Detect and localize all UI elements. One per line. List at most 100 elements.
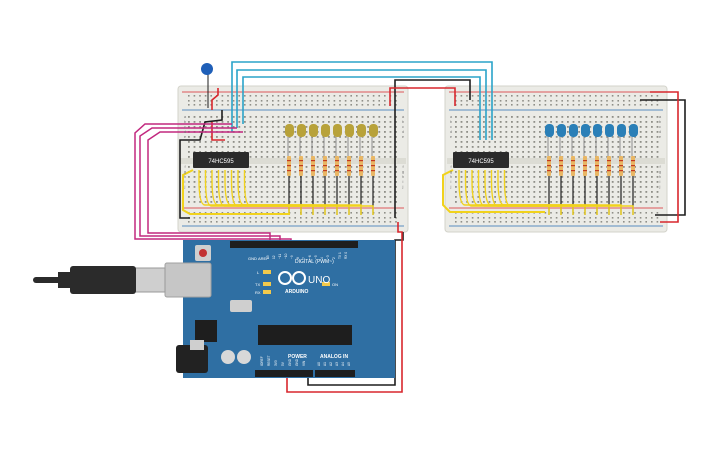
svg-text:i: i	[660, 179, 661, 184]
left-led[interactable]	[321, 124, 330, 137]
arduino-aref: AREF	[258, 256, 269, 261]
svg-text:8: 8	[296, 257, 300, 259]
yellow-wires[interactable]	[182, 169, 545, 215]
left-led[interactable]	[309, 124, 318, 137]
capacitor[interactable]	[201, 63, 213, 108]
svg-text:7: 7	[302, 257, 306, 259]
svg-text:A5: A5	[347, 362, 351, 366]
svg-text:f: f	[184, 164, 186, 169]
magenta-wires[interactable]	[134, 123, 292, 243]
svg-text:h: h	[659, 174, 661, 179]
svg-text:g: g	[184, 169, 186, 174]
right-led[interactable]	[593, 124, 602, 137]
svg-text:a: a	[184, 114, 187, 119]
right-led[interactable]	[605, 124, 614, 137]
svg-text:a: a	[450, 114, 453, 119]
svg-text:A1: A1	[323, 362, 327, 366]
svg-text:j: j	[184, 184, 186, 189]
arduino-analog-label: ANALOG IN	[320, 354, 348, 360]
svg-text:j: j	[659, 184, 661, 189]
left-led[interactable]	[345, 124, 354, 137]
svg-text:i: i	[185, 179, 186, 184]
svg-text:g: g	[659, 169, 661, 174]
arduino-power-label: POWER	[288, 354, 307, 360]
svg-text:d: d	[184, 129, 186, 134]
svg-text:d: d	[402, 129, 404, 134]
svg-text:f: f	[659, 164, 661, 169]
shift-register-right[interactable]: 74HC595	[453, 152, 509, 168]
svg-text:GND: GND	[295, 358, 299, 366]
right-led[interactable]	[545, 124, 554, 137]
svg-text:i: i	[403, 179, 404, 184]
svg-text:a: a	[402, 114, 405, 119]
left-led[interactable]	[297, 124, 306, 137]
arduino-model: UNO	[308, 275, 330, 286]
right-led[interactable]	[581, 124, 590, 137]
svg-text:d: d	[659, 129, 661, 134]
right-led[interactable]	[569, 124, 578, 137]
led-resistor-array[interactable]	[285, 124, 638, 215]
svg-text:2: 2	[332, 257, 336, 259]
svg-text:~6: ~6	[308, 255, 312, 259]
cyan-wires[interactable]	[231, 61, 493, 140]
left-led[interactable]	[333, 124, 342, 137]
svg-text:~3: ~3	[326, 255, 330, 259]
yellow-wire-bundles[interactable]	[198, 170, 634, 215]
arduino-on-label: ON	[332, 282, 338, 287]
svg-text:c: c	[659, 124, 661, 129]
svg-text:~11: ~11	[278, 254, 282, 259]
svg-text:3V3: 3V3	[274, 360, 278, 366]
arduino-logo-text: ARDUINO	[285, 289, 308, 295]
svg-text:b: b	[402, 119, 405, 124]
svg-text:e: e	[184, 134, 187, 139]
svg-text:RESET: RESET	[267, 355, 271, 366]
left-led[interactable]	[369, 124, 378, 137]
arduino-digital-label: DIGITAL (PWM~)	[295, 259, 334, 265]
right-led[interactable]	[557, 124, 566, 137]
svg-text:RX 0: RX 0	[344, 252, 348, 259]
arduino-logo-icon	[278, 271, 306, 285]
svg-text:c: c	[402, 124, 404, 129]
chip-right-label: 74HC595	[468, 159, 494, 165]
svg-text:IOREF: IOREF	[260, 356, 264, 366]
svg-text:A4: A4	[341, 362, 345, 366]
svg-text:a: a	[659, 114, 662, 119]
svg-text:h: h	[184, 174, 186, 179]
svg-text:e: e	[450, 134, 453, 139]
svg-text:~5: ~5	[314, 255, 318, 259]
svg-text:h: h	[402, 174, 404, 179]
arduino-gnd-label: GND	[248, 256, 257, 261]
svg-text:~9: ~9	[290, 255, 294, 259]
arduino-l-label: L	[257, 270, 260, 275]
left-led[interactable]	[285, 124, 294, 137]
arduino-uno[interactable]: AREF GND DIGITAL (PWM~) L TX RX ON ARDUI…	[164, 240, 395, 378]
svg-text:c: c	[184, 124, 186, 129]
right-led[interactable]	[629, 124, 638, 137]
svg-text:A0: A0	[317, 362, 321, 366]
svg-text:b: b	[450, 119, 453, 124]
right-led[interactable]	[617, 124, 626, 137]
svg-text:GND: GND	[288, 358, 292, 366]
capacitor-onboard-2	[237, 350, 251, 364]
svg-text:b: b	[184, 119, 187, 124]
svg-text:h: h	[450, 174, 452, 179]
arduino-rx-label: RX	[255, 290, 261, 295]
svg-text:b: b	[659, 119, 662, 124]
svg-text:j: j	[402, 184, 404, 189]
svg-text:A3: A3	[335, 362, 339, 366]
usb-cable[interactable]	[33, 266, 166, 294]
svg-text:d: d	[450, 129, 452, 134]
svg-text:e: e	[659, 134, 662, 139]
shift-register-left[interactable]: 74HC595	[193, 152, 249, 168]
arduino-tx-label: TX	[255, 282, 260, 287]
left-led[interactable]	[357, 124, 366, 137]
svg-text:f: f	[402, 164, 404, 169]
capacitor-onboard-1	[221, 350, 235, 364]
regulator	[195, 320, 217, 342]
svg-text:12: 12	[272, 255, 276, 259]
